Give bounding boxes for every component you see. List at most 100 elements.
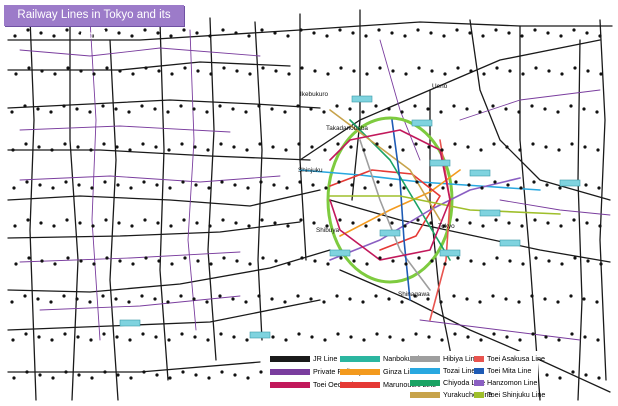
station-dot [156,31,160,35]
station-dot [466,335,470,339]
station-dot [388,145,392,149]
station-dot [571,370,575,374]
station-dot [361,300,365,304]
station-dot [417,66,421,70]
station-dot [127,110,131,114]
station-dot [26,218,30,222]
station-dot [169,34,173,38]
station-box [411,119,433,127]
station-dot [596,338,600,342]
map-title: Railway Lines in Tokyo and its Suburbs [4,5,184,42]
station-dot [168,376,172,380]
legend-swatch [474,368,484,375]
station-dot [504,297,508,301]
legend-label: Hanzomon Line [487,378,538,387]
station-dot [76,145,80,149]
station-dot [38,183,42,187]
station-dot [25,180,29,184]
legend-item: Private Railway [270,366,363,378]
station-dot [325,34,329,38]
legend-label: JR Line [313,354,338,363]
station-dot [141,142,145,146]
jr-line [159,21,169,381]
station-dot [91,224,95,228]
station-dot [504,107,508,111]
station-dot [142,370,146,374]
station-dot [417,256,421,260]
station-dot [157,259,161,263]
station-dot [102,142,106,146]
station-dot [37,335,41,339]
legend-item: JR Line [270,353,337,365]
station-dot [427,145,431,149]
station-dot [140,294,144,298]
station-dots [10,28,603,380]
station-dot [387,297,391,301]
station-dot [283,110,287,114]
station-dot [220,370,224,374]
station-dot [494,218,498,222]
station-dot [115,145,119,149]
station-dot [231,107,235,111]
station-dot [586,69,590,73]
station-dot [599,72,603,76]
station-dot [313,69,317,73]
station-dot [260,218,264,222]
station-dot [91,34,95,38]
station-dot [118,69,122,73]
station-dot [416,28,420,32]
station-dot [403,34,407,38]
station-dot [142,180,146,184]
legend-item: Toei Shinjuku Line [474,389,545,401]
station-dot [130,34,134,38]
legend-label: Toei Oedo Line [313,380,362,389]
legend-swatch [340,356,380,363]
station-dot [144,256,148,260]
station-dot [247,34,251,38]
station-dot [362,148,366,152]
station-dot [11,148,15,152]
station-dot [491,294,495,298]
station-dot [77,373,81,377]
station-dot [390,31,394,35]
station-dot [597,376,601,380]
station-dot [570,332,574,336]
legend-swatch [474,392,484,399]
station-dot [455,28,459,32]
station-dot [64,180,68,184]
station-dot [559,224,563,228]
station-dot [259,180,263,184]
station-dot [38,373,42,377]
station-dot [532,180,536,184]
station-dot [245,338,249,342]
station-dot [75,297,79,301]
station-dot [116,373,120,377]
station-label: Shibuya [316,227,340,234]
station-dot [140,104,144,108]
station-dot [335,294,339,298]
subway-line [329,195,561,215]
station-dot [531,142,535,146]
station-dot [231,297,235,301]
legend-item: Marunouchi Line [340,379,436,391]
station-dot [325,224,329,228]
legend-swatch [270,369,310,376]
station-dot [129,186,133,190]
station-dot [219,142,223,146]
legend-label: Marunouchi Line [383,380,436,389]
station-dot [105,256,109,260]
jr-line [577,39,583,401]
station-dot [222,256,226,260]
station-dot [557,148,561,152]
station-dot [309,107,313,111]
station-dot [351,31,355,35]
private-railway-line [499,199,611,216]
station-dot [326,72,330,76]
station-dot [49,300,53,304]
station-dot [51,376,55,380]
station-dot [27,66,31,70]
station-label: Ikebukuro [300,91,329,98]
private-railway-line [39,295,241,311]
